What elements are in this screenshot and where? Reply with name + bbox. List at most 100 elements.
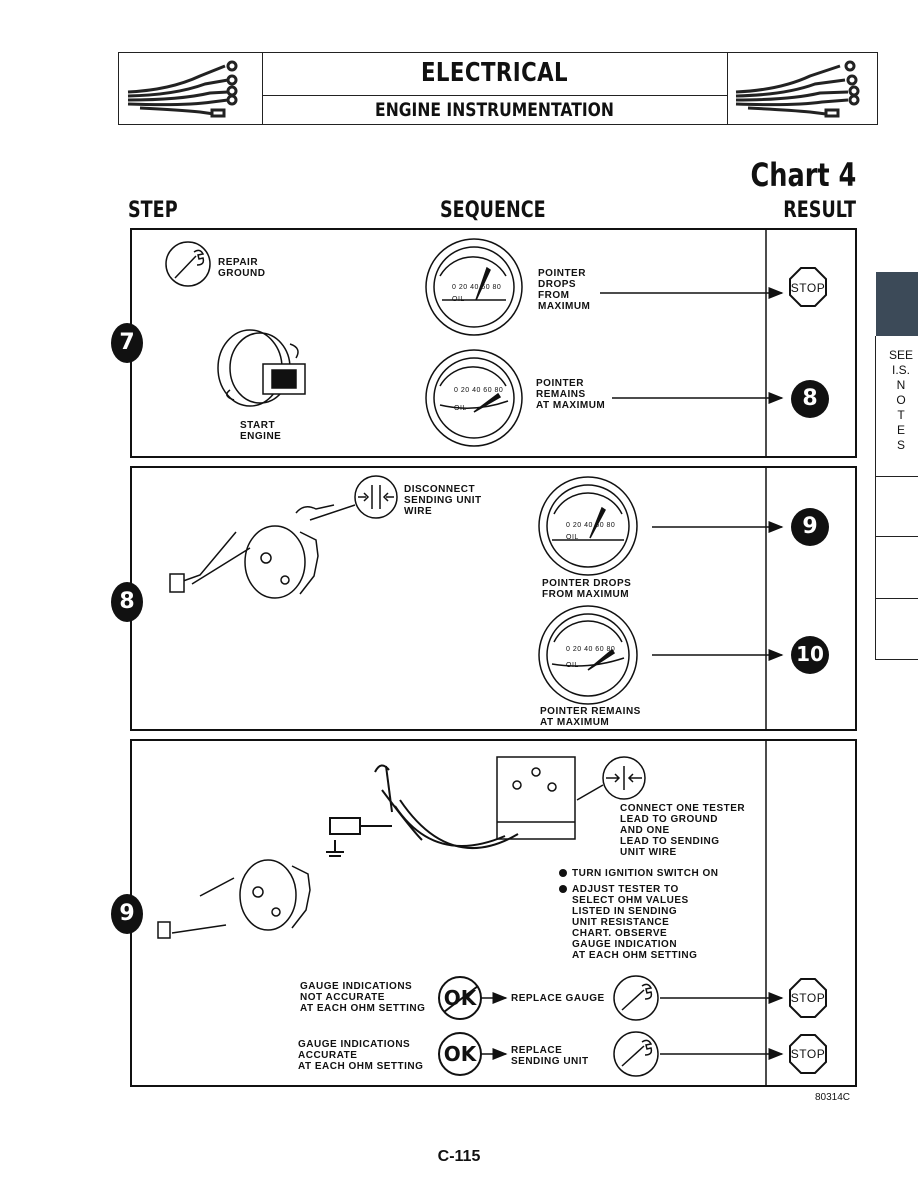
result-number: 9 (802, 514, 818, 539)
step9-panel (130, 739, 857, 1087)
side-tab[interactable] (875, 598, 918, 660)
text-line: DISCONNECT (404, 484, 476, 495)
text-line: NOT ACCURATE (300, 992, 385, 1003)
text-line: AT MAXIMUM (540, 717, 610, 728)
text-line: POINTER DROPS (542, 578, 632, 589)
side-notes: SEE I.S. N O T E S (884, 348, 918, 453)
notes-letter: E (896, 423, 905, 437)
text-line: SENDING UNIT (511, 1056, 589, 1067)
text-line: UNIT RESISTANCE (572, 917, 670, 928)
text-line: LEAD TO SENDING (620, 836, 720, 847)
header-center-box (262, 52, 729, 125)
text-line: REMAINS (536, 389, 586, 400)
gauge-unit: OIL (566, 534, 579, 541)
accurate-text: GAUGE INDICATIONS ACCURATE AT EACH OHM S… (298, 1039, 423, 1072)
ignition-text: TURN IGNITION SWITCH ON (572, 868, 719, 879)
pointer-remains-text: POINTER REMAINS AT MAXIMUM (536, 378, 605, 411)
text-line: POINTER (538, 268, 586, 279)
see-label: SEE (888, 348, 913, 362)
stop-label: STOP (790, 991, 826, 1005)
pointer-drops-text: POINTER DROPS FROM MAXIMUM (542, 578, 631, 600)
gauge-icon (425, 349, 523, 447)
disconnect-text: DISCONNECT SENDING UNIT WIRE (404, 484, 482, 517)
text-line: START (240, 420, 276, 431)
notes-letter: T (897, 408, 905, 422)
result-number: 10 (796, 642, 824, 666)
is-label: I.S. (891, 363, 910, 377)
gauge-unit: OIL (566, 662, 579, 669)
start-engine-text: START ENGINE (240, 420, 281, 442)
text-line: FROM (538, 290, 570, 301)
sending-unit-illustration (157, 859, 311, 939)
gauge-scale: 0 20 40 60 80 (452, 284, 502, 291)
side-tab-marker (876, 272, 918, 336)
pointer-drops-text: POINTER DROPS FROM MAXIMUM (538, 268, 590, 312)
ignition-switch-illustration (217, 329, 306, 407)
step-number: 7 (119, 330, 135, 355)
text-line: MAXIMUM (538, 301, 591, 312)
text-line: AT EACH OHM SETTING (300, 1003, 426, 1014)
text-line: REPLACE (511, 1045, 563, 1056)
text-line: AND ONE (620, 825, 670, 836)
disconnect-icon (309, 475, 398, 521)
text-line: AT MAXIMUM (536, 400, 606, 411)
figure-number: 80314C (815, 1092, 851, 1103)
ok-label: OK (443, 1042, 477, 1066)
gauge-scale: 0 20 40 60 80 (566, 646, 616, 653)
wrench-icon (613, 1031, 659, 1077)
text-line: REPAIR (218, 257, 259, 268)
not-ok-label: OK (443, 986, 477, 1010)
stop-label: STOP (790, 281, 826, 295)
ohmmeter-illustration (496, 756, 576, 840)
text-line: GROUND (218, 268, 266, 279)
gauge-icon (425, 238, 523, 336)
adjust-tester-text: ADJUST TESTER TO SELECT OHM VALUES LISTE… (572, 884, 697, 961)
text-line: SENDING UNIT (404, 495, 482, 506)
header-divider (262, 95, 728, 96)
step-badge (111, 894, 143, 934)
text-line: AT EACH OHM SETTING (572, 950, 698, 961)
text-line: UNIT WIRE (620, 847, 677, 858)
page-number: C-115 (437, 1148, 481, 1165)
gauge-icon (538, 476, 638, 576)
header-title: ELECTRICAL (420, 58, 569, 88)
side-tab[interactable] (875, 536, 918, 599)
gauge-unit: OIL (454, 405, 467, 412)
pointer-remains-text: POINTER REMAINS AT MAXIMUM (540, 706, 641, 728)
side-tab[interactable] (875, 336, 918, 476)
step-badge (111, 323, 143, 363)
notes-letter: S (896, 438, 905, 452)
wrench-icon (613, 975, 659, 1021)
not-accurate-text: GAUGE INDICATIONS NOT ACCURATE AT EACH O… (300, 981, 425, 1014)
stop-sign-icon (789, 978, 827, 1018)
text-line: LISTED IN SENDING (572, 906, 678, 917)
text-line: POINTER REMAINS (540, 706, 641, 717)
text-line: AT EACH OHM SETTING (298, 1061, 424, 1072)
result-badge (791, 508, 829, 546)
column-step: STEP (128, 198, 178, 223)
notes-letter: N (896, 378, 906, 392)
text-line: ADJUST TESTER TO (572, 884, 679, 895)
column-result: RESULT (783, 198, 856, 223)
chart-title: Chart 4 (750, 156, 856, 194)
text-line: SELECT OHM VALUES (572, 895, 689, 906)
text-line: LEAD TO GROUND (620, 814, 718, 825)
column-sequence: SEQUENCE (440, 198, 546, 223)
connect-tester-text: CONNECT ONE TESTER LEAD TO GROUND AND ON… (620, 803, 745, 858)
text-line: ACCURATE (298, 1050, 358, 1061)
step-badge (111, 582, 143, 622)
sending-unit-illustration (169, 504, 335, 599)
stop-label: STOP (790, 1047, 826, 1061)
step8-panel (130, 466, 857, 731)
stop-sign-icon (789, 1034, 827, 1074)
gauge-scale: 0 20 40 60 80 (454, 387, 504, 394)
text-line: GAUGE INDICATIONS (300, 981, 413, 992)
test-leads-illustration (326, 764, 519, 857)
text-line: CONNECT ONE TESTER (620, 803, 746, 814)
replace-gauge-text: REPLACE GAUGE (511, 993, 605, 1004)
bullet (559, 885, 567, 893)
side-tab[interactable] (875, 476, 918, 537)
stop-sign-icon (789, 267, 827, 307)
